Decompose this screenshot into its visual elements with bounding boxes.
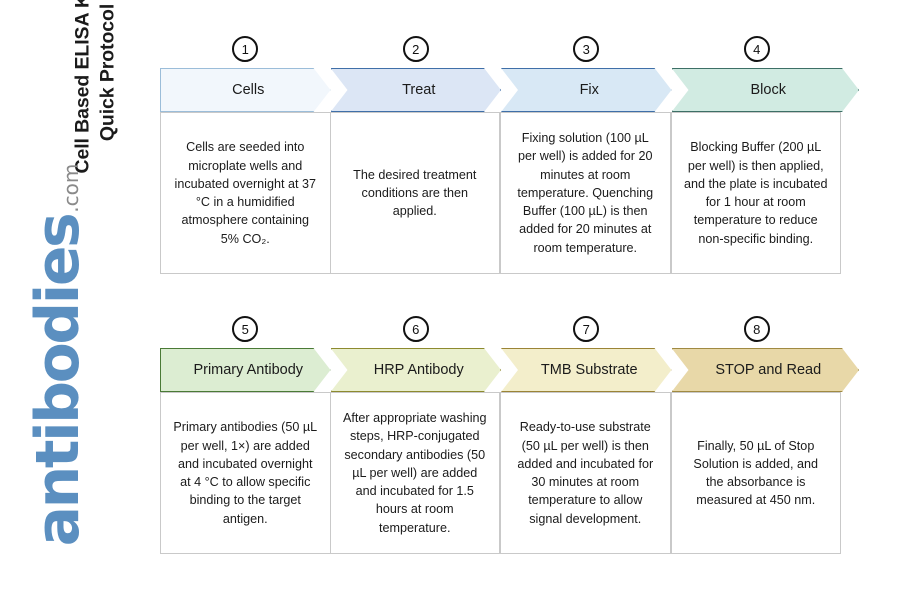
protocol-row-2: 5 6 7 8 Primary Antibody HRP Antibody TMB Sub… — [160, 316, 842, 554]
step-banner[interactable]: TMB Substrate — [501, 348, 672, 392]
step-number-badge: 7 — [573, 316, 600, 342]
logo-wordmark: antibodies — [23, 214, 93, 547]
logo-tld: .com — [59, 163, 83, 213]
step-banner[interactable]: Block — [672, 68, 860, 112]
step-banner[interactable]: Primary Antibody — [160, 348, 331, 392]
step-banner-label: HRP Antibody — [373, 362, 464, 378]
step-description-text: Primary antibodies (50 µL per well, 1×) … — [173, 420, 318, 526]
protocol-row-1: 1 2 3 4 Cells Treat Fix Block Cells are seeded… — [160, 36, 842, 274]
step-card-strip-1: Cells are seeded into microplate wells a… — [160, 112, 842, 274]
page-title-line-2: Quick Protocol — [96, 3, 118, 142]
step-number-badge: 3 — [573, 36, 600, 62]
step-banner-label: Primary Antibody — [193, 362, 304, 378]
step-number-badge: 1 — [232, 36, 259, 62]
step-number-badge: 2 — [402, 36, 429, 62]
step-description-text: The desired treatment conditions are the… — [353, 167, 477, 219]
step-banner[interactable]: STOP and Read — [672, 348, 860, 392]
step-number-strip-1: 1 2 3 4 — [160, 36, 842, 68]
step-description-text: Blocking Buffer (200 µL per well) is the… — [683, 140, 828, 246]
step-description-card: After appropriate washing steps, HRP-con… — [329, 392, 500, 554]
step-banner-label: Fix — [579, 82, 599, 98]
step-banner-strip-2: Primary Antibody HRP Antibody TMB Substrat… — [160, 348, 842, 392]
step-banner[interactable]: Cells — [160, 68, 331, 112]
step-banner-label: Block — [750, 82, 786, 98]
step-description-card: The desired treatment conditions are the… — [329, 112, 500, 274]
step-number-badge: 4 — [743, 36, 770, 62]
brand-logo: antibodies .com — [23, 164, 138, 547]
step-number-badge: 8 — [743, 316, 770, 342]
step-banner-label: TMB Substrate — [540, 362, 638, 378]
step-description-card: Blocking Buffer (200 µL per well) is the… — [670, 112, 841, 274]
step-banner[interactable]: Fix — [501, 68, 672, 112]
step-description-text: Ready-to-use substrate (50 µL per well) … — [517, 420, 654, 526]
step-description-card: Ready-to-use substrate (50 µL per well) … — [500, 392, 671, 554]
step-description-text: After appropriate washing steps, HRP-con… — [342, 411, 487, 535]
step-description-card: Cells are seeded into microplate wells a… — [160, 112, 331, 274]
step-banner-label: STOP and Read — [715, 362, 822, 378]
step-description-card: Fixing solution (100 µL per well) is add… — [500, 112, 671, 274]
step-description-text: Cells are seeded into microplate wells a… — [174, 140, 316, 246]
step-description-card: Primary antibodies (50 µL per well, 1×) … — [160, 392, 331, 554]
step-number-badge: 5 — [232, 316, 259, 342]
step-number-strip-2: 5 6 7 8 — [160, 316, 842, 348]
step-banner[interactable]: Treat — [331, 68, 502, 112]
left-rail: Cell Based ELISA Kits Quick Protocol ant… — [0, 0, 155, 594]
step-description-card: Finally, 50 µL of Stop Solution is added… — [670, 392, 841, 554]
step-description-text: Finally, 50 µL of Stop Solution is added… — [693, 438, 819, 508]
step-card-strip-2: Primary antibodies (50 µL per well, 1×) … — [160, 392, 842, 554]
step-number-badge: 6 — [402, 316, 429, 342]
step-description-text: Fixing solution (100 µL per well) is add… — [517, 131, 654, 255]
step-banner[interactable]: HRP Antibody — [331, 348, 502, 392]
step-banner-label: Cells — [232, 82, 265, 98]
step-banner-label: Treat — [402, 82, 436, 98]
step-banner-strip-1: Cells Treat Fix Block — [160, 68, 842, 112]
